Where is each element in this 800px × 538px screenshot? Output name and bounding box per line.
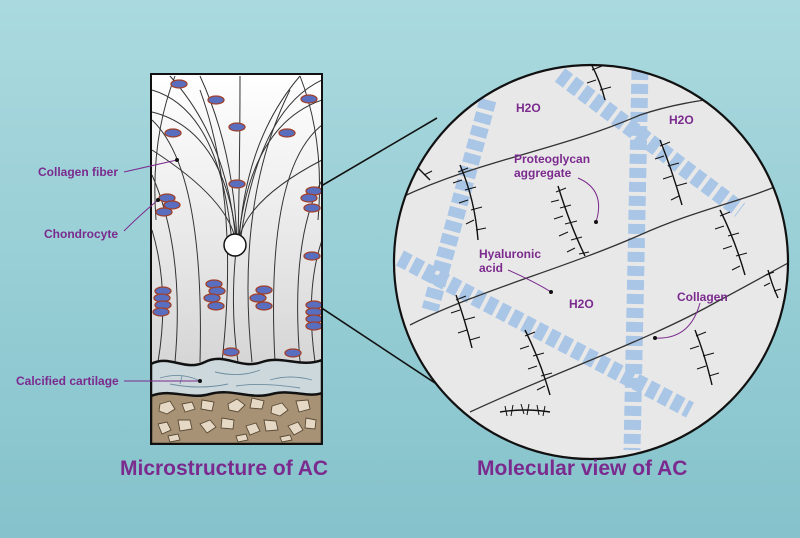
label-hyaluronic-acid: Hyaluronic acid [479, 247, 542, 275]
zoom-region-circle [223, 233, 247, 257]
molecular-view-circle [392, 63, 790, 461]
label-collagen: Collagen [677, 290, 728, 304]
caption-molecular-view: Molecular view of AC [477, 457, 688, 480]
microstructure-panel [150, 73, 323, 445]
left-leader-lines [123, 159, 200, 382]
label-calcified-cartilage: Calcified cartilage [16, 374, 119, 388]
caption-microstructure: Microstructure of AC [120, 457, 329, 480]
right-leader-lines [507, 177, 701, 339]
chondrocyte-cells [152, 79, 323, 358]
label-chondrocyte: Chondrocyte [44, 227, 119, 241]
collagen-bands [396, 68, 746, 451]
label-h2o-right: H2O [669, 113, 694, 127]
calcified-cartilage-texture [159, 369, 313, 389]
bone-fragments [157, 397, 317, 443]
label-collagen-fiber: Collagen fiber [38, 165, 119, 179]
proteoglycan-aggregates [409, 65, 782, 417]
label-h2o-top: H2O [516, 101, 541, 115]
label-h2o-middle: H2O [569, 297, 594, 311]
label-proteoglycan-aggregate: Proteoglycan aggregate [514, 152, 591, 180]
collagen-fiber-arcs [151, 75, 322, 363]
